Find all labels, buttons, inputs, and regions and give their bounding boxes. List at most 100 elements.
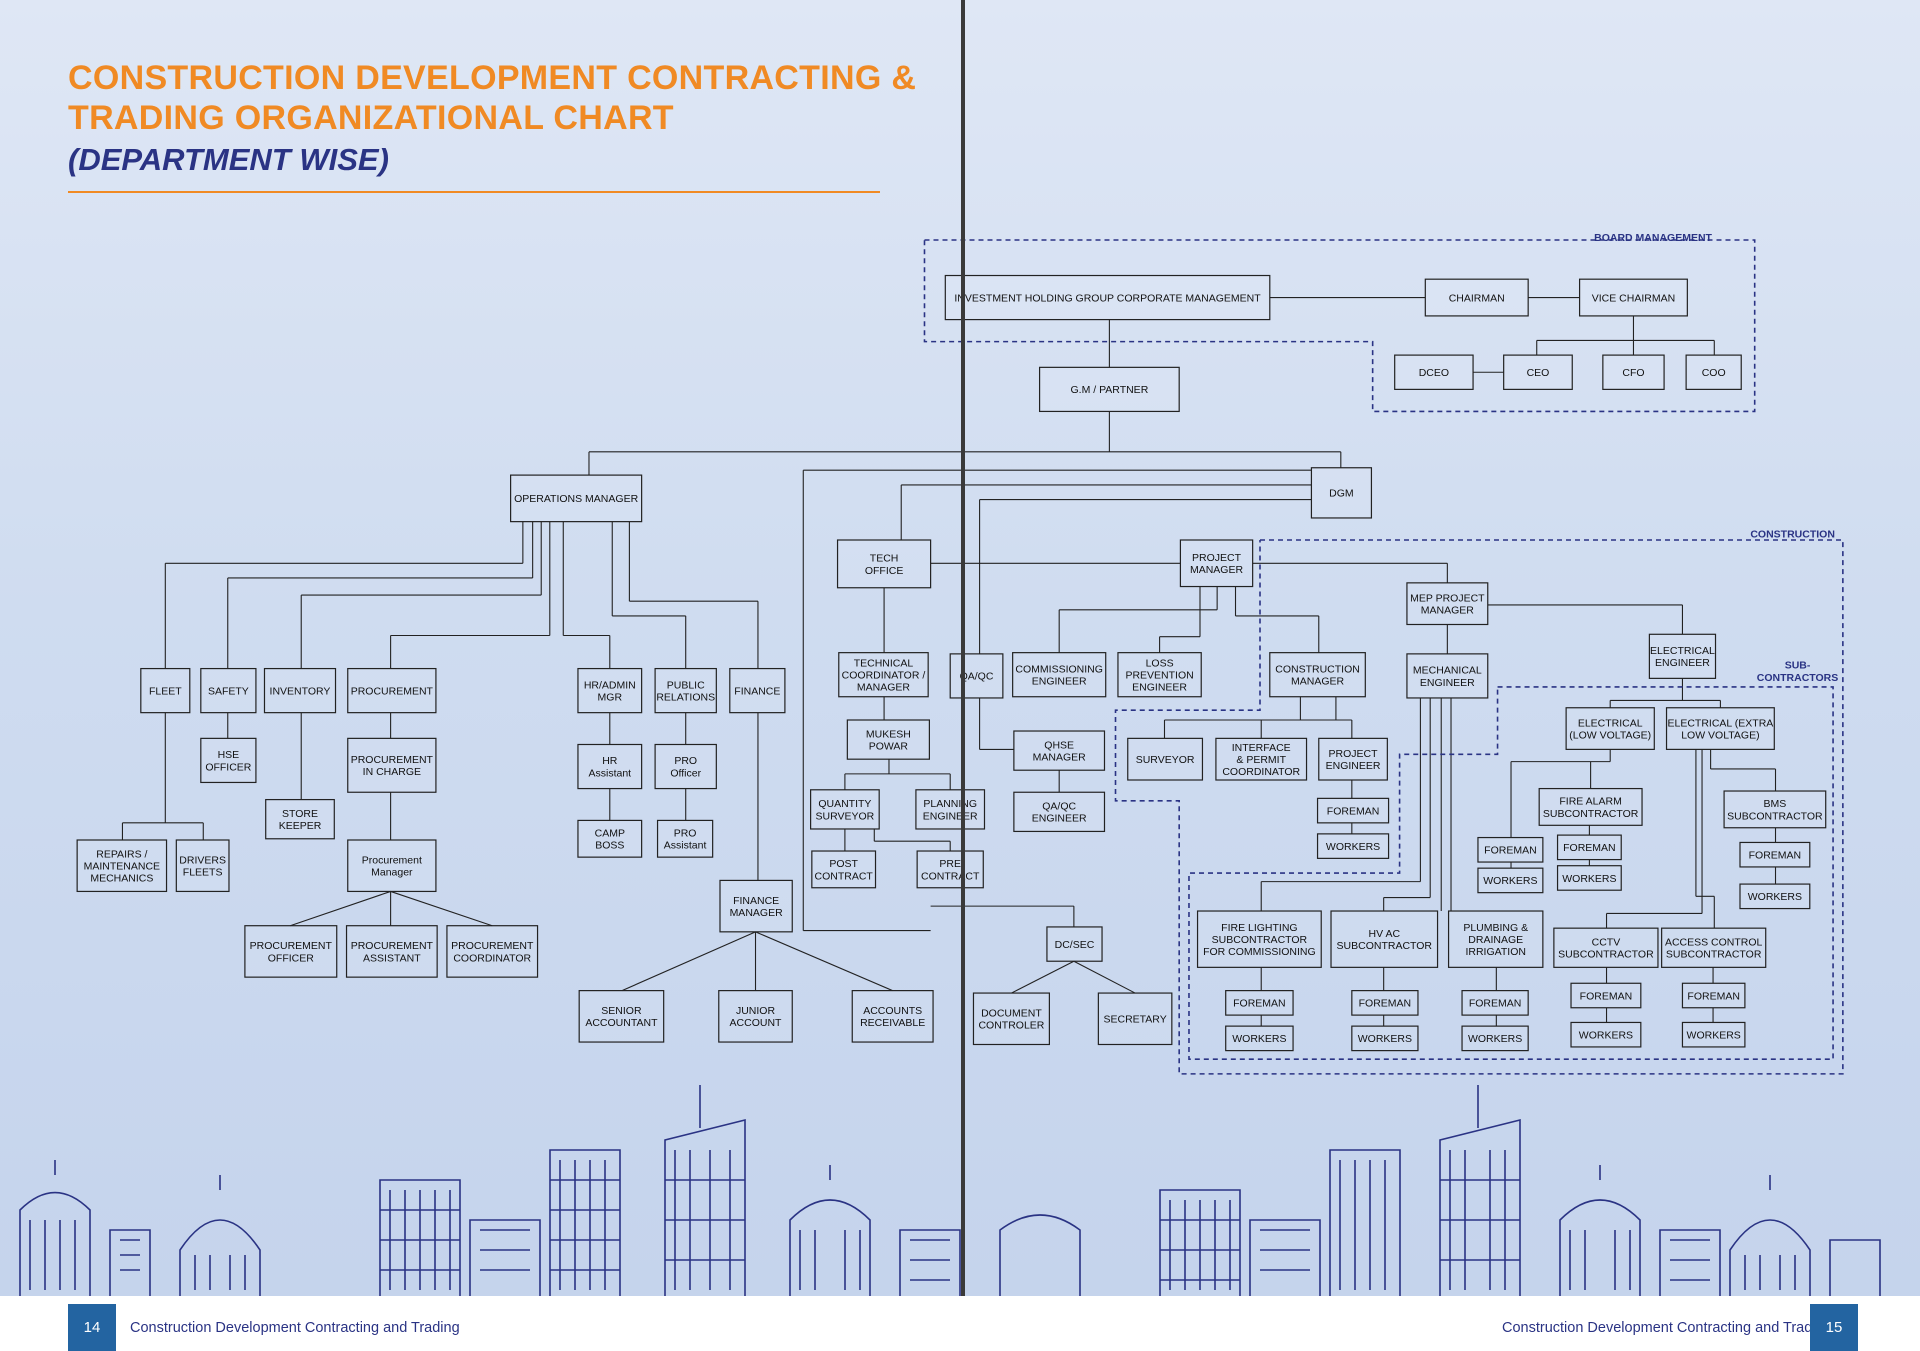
box-label: WORKERS xyxy=(1748,891,1802,903)
box-label: STORE xyxy=(282,808,318,820)
box-frame xyxy=(851,990,934,1043)
org-box-elec-lv: ELECTRICAL(LOW VOLTAGE) xyxy=(1565,707,1655,750)
box-frame xyxy=(265,798,335,840)
org-box-surveyor: SURVEYOR xyxy=(1127,737,1204,781)
box-frame xyxy=(1723,790,1827,829)
box-frame xyxy=(446,925,539,978)
box-label: QA/QC xyxy=(960,671,994,683)
box-frame xyxy=(1318,737,1388,781)
box-frame xyxy=(1477,867,1544,894)
box-frame xyxy=(200,667,257,714)
page-number-right: 15 xyxy=(1810,1304,1858,1351)
box-frame xyxy=(577,819,643,858)
connector-line xyxy=(1073,960,1136,994)
box-label: WORKERS xyxy=(1562,873,1616,885)
box-frame xyxy=(1046,926,1103,962)
box-label: WORKERS xyxy=(1483,875,1537,887)
org-box-workers-ac: WORKERS xyxy=(1681,1021,1746,1048)
box-label: Assistant xyxy=(664,840,707,852)
box-label: ACCOUNT xyxy=(730,1017,783,1029)
org-box-foreman-fl: FOREMAN xyxy=(1225,990,1294,1016)
box-label: Officer xyxy=(670,767,701,779)
box-label: PROJECT xyxy=(1329,748,1379,760)
box-frame xyxy=(729,667,786,714)
box-label: CHAIRMAN xyxy=(1449,292,1505,304)
box-label: OFFICER xyxy=(205,761,251,773)
box-label: PROCUREMENT xyxy=(451,940,534,952)
box-frame xyxy=(1097,992,1173,1046)
box-label: PRO xyxy=(674,755,697,767)
box-frame xyxy=(1556,834,1622,861)
box-label: INVENTORY xyxy=(270,685,331,697)
box-label: ACCOUNTANT xyxy=(585,1017,658,1029)
box-label: VICE CHAIRMAN xyxy=(1592,292,1675,304)
box-frame xyxy=(1556,865,1622,891)
group-label: CONSTRUCTION xyxy=(1750,529,1835,541)
box-frame xyxy=(1225,1025,1294,1052)
box-label: MANAGER xyxy=(1421,605,1475,617)
box-label: PROCUREMENT xyxy=(250,940,333,952)
box-label: PRE xyxy=(939,858,961,870)
box-frame xyxy=(916,850,984,889)
org-box-inventory: INVENTORY xyxy=(263,667,337,714)
org-box-workers-bms: WORKERS xyxy=(1739,883,1811,910)
org-box-foreman-bms: FOREMAN xyxy=(1739,841,1811,868)
box-label: MGR xyxy=(598,692,623,704)
box-label: COMMISSIONING xyxy=(1015,663,1103,675)
box-frame xyxy=(76,839,168,893)
org-box-foreman-pe: FOREMAN xyxy=(1316,797,1390,824)
box-label: INTERFACE xyxy=(1232,742,1291,754)
org-box-safety: SAFETY xyxy=(200,667,257,714)
box-frame xyxy=(1447,910,1544,968)
box-label: IRRIGATION xyxy=(1465,946,1525,958)
box-label: FIRE ALARM xyxy=(1559,796,1621,808)
box-label: PLANNING xyxy=(923,798,977,810)
org-box-cfo: CFO xyxy=(1602,354,1665,390)
box-label: TECH xyxy=(870,553,899,565)
box-label: ELECTRICAL xyxy=(1578,717,1643,729)
org-box-foreman-ac: FOREMAN xyxy=(1681,982,1746,1009)
title-line-1: CONSTRUCTION DEVELOPMENT CONTRACTING & xyxy=(68,59,917,97)
connector-line xyxy=(621,931,756,992)
box-frame xyxy=(1648,633,1717,679)
box-label: SURVEYOR xyxy=(1136,754,1195,766)
org-box-workers-pl: WORKERS xyxy=(1461,1025,1529,1052)
box-label: HSE xyxy=(218,749,240,761)
box-frame xyxy=(1477,836,1544,863)
box-label: FOREMAN xyxy=(1563,842,1616,854)
org-box-fleet: FLEET xyxy=(140,667,191,714)
org-box-secretary: SECRETARY xyxy=(1097,992,1173,1046)
box-frame xyxy=(200,737,257,784)
box-frame xyxy=(175,839,230,893)
box-label: PROJECT xyxy=(1192,552,1242,564)
box-frame xyxy=(1578,278,1688,317)
chart-subtitle: (DEPARTMENT WISE) xyxy=(68,142,389,177)
box-label: ASSISTANT xyxy=(363,952,421,964)
box-frame xyxy=(949,653,1004,699)
box-label: CEO xyxy=(1527,367,1550,379)
box-label: MAINTENANCE xyxy=(84,861,160,873)
box-frame xyxy=(1179,539,1254,588)
box-frame xyxy=(510,474,643,523)
box-label: QUANTITY xyxy=(818,798,871,810)
box-label: Procurement xyxy=(362,854,422,866)
box-frame xyxy=(578,990,665,1043)
box-label: ENGINEER xyxy=(923,810,978,822)
box-label: PROCUREMENT xyxy=(351,685,434,697)
